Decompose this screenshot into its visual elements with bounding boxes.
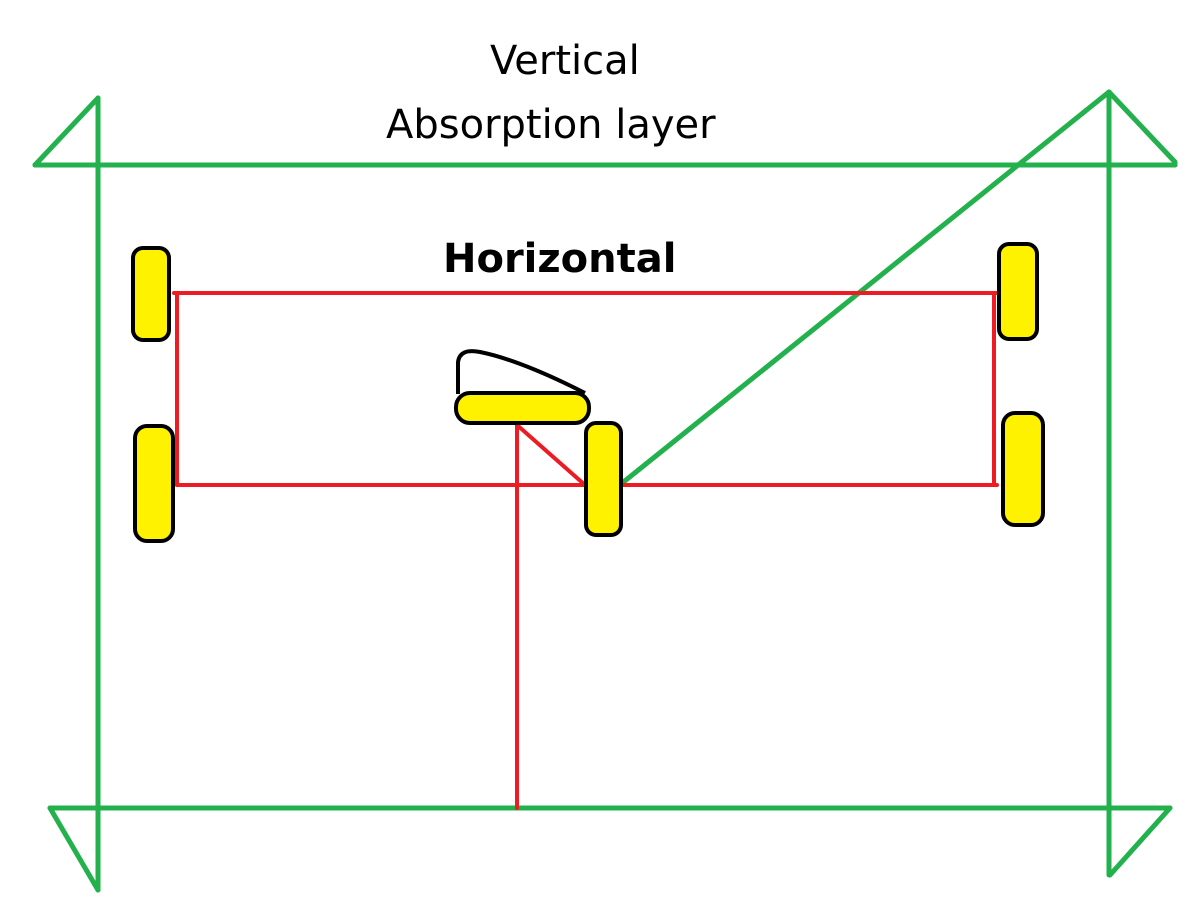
wheels — [131, 242, 1045, 543]
corner-marker-top-left — [32, 95, 101, 168]
mount-bar — [454, 391, 591, 425]
absorption-layer-frame — [32, 89, 1178, 893]
corner-marker-top-right — [1106, 89, 1178, 168]
title-absorption-layer: Absorption layer — [386, 102, 716, 148]
central-mount — [454, 349, 591, 425]
wheel-top-left — [131, 246, 171, 342]
horizontal-frame — [172, 291, 999, 810]
mount-cap-outline — [456, 349, 586, 395]
corner-marker-bottom-right — [1107, 805, 1173, 878]
label-horizontal: Horizontal — [443, 236, 677, 282]
wheel-bottom-right — [1001, 411, 1045, 527]
wheel-bottom-left — [133, 424, 175, 543]
red-support-diagonal — [515, 423, 587, 487]
wheel-top-right — [997, 242, 1039, 341]
title-vertical: Vertical — [490, 38, 640, 84]
diagonal-link — [618, 89, 1112, 487]
corner-marker-bottom-left — [47, 805, 101, 893]
wheel-center — [584, 421, 623, 537]
